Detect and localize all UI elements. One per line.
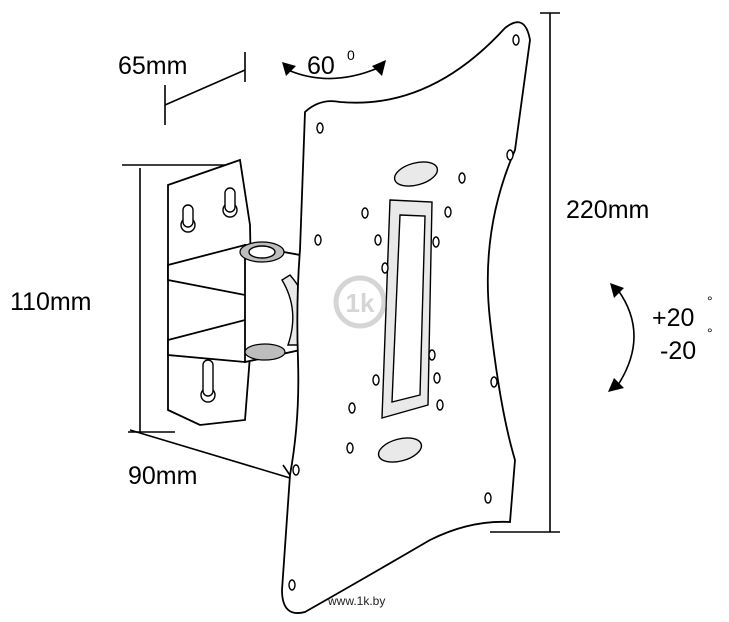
swivel-arrow-left-head [282,62,296,76]
hole [288,579,296,591]
hole [428,349,436,361]
watermark-site-text: www.1k.by [327,594,385,608]
watermark-ring [333,275,387,329]
tilt-up-degree: ° [707,293,713,309]
hole [314,234,322,246]
hole [490,376,498,388]
pivot-top-inner [248,245,276,259]
hole [372,374,380,386]
wall-bracket [167,158,309,426]
hole [458,172,466,184]
hole [374,234,382,246]
hole [348,402,356,414]
mounting-holes [288,34,520,591]
keyhole-slot-upper-left [180,204,196,233]
dim-label-90mm: 90mm [128,462,197,490]
dim-label-220mm: 220mm [566,196,649,224]
swivel-arrow-icon [282,60,386,80]
tv-plate [281,21,531,614]
hole [292,464,300,476]
tilt-arrow-top-head [610,283,624,298]
dim-label-65mm: 65mm [118,52,187,80]
swivel-angle-label: 60 [307,52,335,80]
hole [506,149,514,161]
tilt-down-degree: ° [707,325,713,341]
hole [316,122,324,134]
oval-slot-bottom [377,437,423,463]
dim-90-line [129,429,291,479]
watermark-logo-text: 1k [346,288,375,318]
dim-label-110mm: 110mm [10,288,92,316]
hole [432,236,440,248]
hole [433,372,441,384]
hole [444,206,452,218]
dimension-lines [122,12,560,533]
pivot-bottom [244,343,286,361]
hole [484,492,492,504]
keyhole-slot-lower [200,359,216,403]
hole [436,399,444,411]
hole [346,442,354,454]
keyhole-slot-upper-right [222,187,238,218]
swivel-angle-sup: 0 [347,47,355,63]
hole [361,207,369,219]
oval-slot-top [393,161,439,187]
hole [512,34,520,46]
tilt-arrow-icon [608,283,635,392]
tilt-up-label: +20 [652,304,694,332]
center-slot-inner [391,214,426,403]
tilt-down-label: -20 [660,337,696,365]
hole [381,262,389,274]
swivel-arrow-right-head [372,60,386,76]
dim-65-line [164,69,246,106]
watermark-logo: 1k [333,275,387,329]
tilt-arrow-bottom-head [608,378,624,392]
